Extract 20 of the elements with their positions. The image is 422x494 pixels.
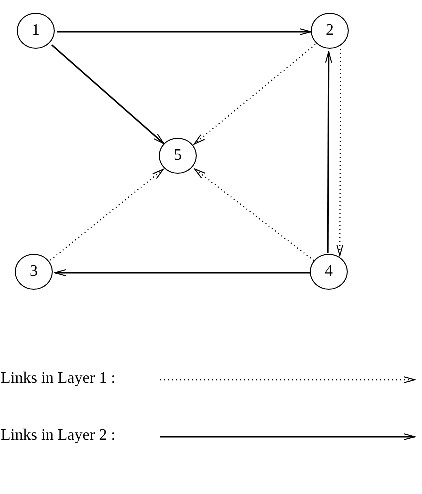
node-circle [311, 13, 349, 49]
node-circle [15, 254, 53, 290]
node-label: 4 [325, 263, 333, 281]
node-label: 5 [174, 147, 182, 165]
arrow [194, 168, 314, 262]
node-label: 3 [30, 263, 38, 281]
arrow [52, 44, 164, 144]
arrow [194, 44, 316, 145]
node-label: 1 [32, 22, 40, 40]
arrow [54, 270, 310, 276]
arrow [336, 49, 344, 256]
arrow [57, 28, 312, 36]
node-circle [159, 138, 197, 174]
legend-label: Links in Layer 1 : [1, 370, 116, 388]
node-label: 2 [326, 22, 334, 40]
legend-label: Links in Layer 2 : [1, 427, 116, 445]
arrow [325, 51, 332, 254]
node-circle [17, 13, 55, 49]
arrow [50, 169, 164, 261]
node-circle [310, 254, 348, 290]
